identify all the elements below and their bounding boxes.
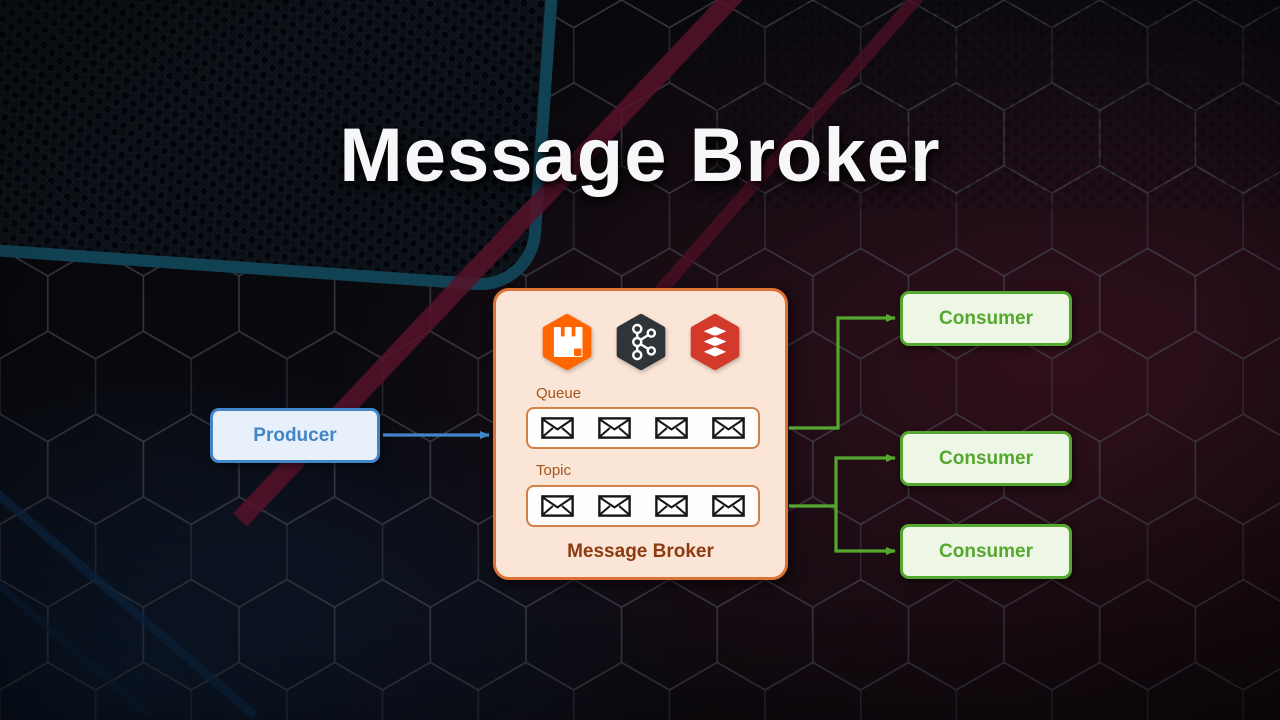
consumer-label: Consumer: [939, 307, 1033, 329]
page-title: Message Broker: [339, 113, 941, 198]
queue-row: [526, 407, 760, 449]
broker-technology-icons: [496, 313, 785, 371]
producer-box: Producer: [210, 408, 380, 463]
consumer-box-2: Consumer: [900, 431, 1072, 486]
consumer-label: Consumer: [939, 540, 1033, 562]
envelope-icon: [598, 495, 631, 517]
producer-label: Producer: [253, 424, 337, 446]
topic-label: Topic: [536, 462, 572, 479]
kafka-icon: [616, 313, 665, 371]
consumer-label: Consumer: [939, 447, 1033, 469]
envelope-icon: [712, 417, 745, 439]
envelope-icon: [598, 417, 631, 439]
consumer-box-3: Consumer: [900, 524, 1072, 579]
queue-label: Queue: [536, 385, 582, 402]
message-broker-panel: Queue Topic: [493, 288, 788, 580]
envelope-icon: [655, 417, 688, 439]
envelope-icon: [655, 495, 688, 517]
broker-title: Message Broker: [567, 541, 714, 562]
consumer-box-1: Consumer: [900, 291, 1072, 346]
redis-icon: [690, 313, 739, 371]
envelope-icon: [541, 495, 574, 517]
envelope-icon: [712, 495, 745, 517]
envelope-icon: [541, 417, 574, 439]
rabbitmq-icon: [542, 313, 591, 371]
topic-row: [526, 485, 760, 527]
